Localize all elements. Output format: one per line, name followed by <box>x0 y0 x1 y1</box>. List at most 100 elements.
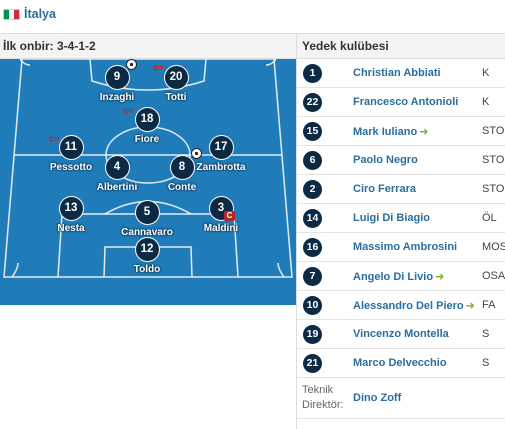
player-inzaghi[interactable]: 9 Inzaghi <box>82 65 152 103</box>
bench-player-name-link[interactable]: Luigi Di Biagio <box>353 212 430 224</box>
bench-row: 21 Marco Delvecchio S <box>297 349 505 378</box>
bench-player-number: 6 <box>303 150 322 170</box>
goal-ball-icon <box>126 59 137 70</box>
player-number: 5 <box>134 200 160 225</box>
player-number: 20 <box>163 65 189 90</box>
coach-label: Teknik Direktör: <box>302 384 344 411</box>
bench-player-position: OSA <box>482 270 505 282</box>
coach-row: Teknik Direktör: Dino Zoff <box>297 378 505 419</box>
player-name: Totti <box>165 92 187 103</box>
player-pessotto[interactable]: 11 Pessotto <box>36 135 106 173</box>
bench-row: 10 Alessandro Del Piero➜ FA <box>297 291 505 320</box>
player-name: Albertini <box>96 182 138 193</box>
bench-player-name: Francesco Antonioli <box>353 96 459 108</box>
bench-player-name: Mark Iuliano <box>353 125 418 138</box>
bench-row: 14 Luigi Di Biagio ÖL <box>297 204 505 233</box>
bench-player-name-link[interactable]: Francesco Antonioli <box>353 96 458 108</box>
bench-player-number: 14 <box>303 208 322 228</box>
bench-player-number: 22 <box>303 92 322 112</box>
player-name: Zambrotta <box>196 162 246 173</box>
player-number: 11 <box>58 135 84 160</box>
bench-player-number: 19 <box>303 324 322 344</box>
bench-player-position: MOS <box>482 241 505 253</box>
bench-player-number: 2 <box>303 179 322 199</box>
bench-player-name-link[interactable]: Vincenzo Montella <box>353 328 449 340</box>
player-toldo[interactable]: 12 Toldo <box>112 237 182 275</box>
bench-player-name-link[interactable]: Mark Iuliano➜ <box>353 125 428 138</box>
player-zambrotta[interactable]: 17 Zambrotta <box>186 135 256 173</box>
substitution-in-arrow-icon: ➜ <box>465 299 475 312</box>
captain-badge-icon: C <box>224 211 235 221</box>
bench-player-name-link[interactable]: Alessandro Del Piero➜ <box>353 299 475 312</box>
bench-player-name: Christian Abbiati <box>353 67 441 79</box>
substitution-in-arrow-icon: ➜ <box>419 125 429 138</box>
team-name-link[interactable]: İtalya <box>24 7 56 21</box>
bench-row: 15 Mark Iuliano➜ STO <box>297 117 505 146</box>
player-number: 8 <box>169 155 195 180</box>
bench-player-position: FA <box>482 299 496 311</box>
bench-player-name-link[interactable]: Christian Abbiati <box>353 67 441 79</box>
player-cannavaro[interactable]: 5 Cannavaro <box>112 200 182 238</box>
player-name: Toldo <box>133 264 161 275</box>
bench-player-name-link[interactable]: Massimo Ambrosini <box>353 241 457 253</box>
goal-ball-icon <box>191 148 202 159</box>
bench-title: Yedek kulübesi <box>297 33 505 59</box>
substitution-out-arrow-icon: ⇦ <box>122 102 134 118</box>
bench-player-number: 16 <box>303 237 322 257</box>
bench-row: 7 Angelo Di Livio➜ OSA <box>297 262 505 291</box>
bench-row: 2 Ciro Ferrara STO <box>297 175 505 204</box>
bench-player-name: Vincenzo Montella <box>353 328 449 340</box>
player-name: Inzaghi <box>99 92 135 103</box>
player-number: 13 <box>58 196 84 221</box>
bench-player-number: 21 <box>303 353 322 373</box>
player-nesta[interactable]: 13 Nesta <box>36 196 106 234</box>
bench-row: 1 Christian Abbiati K <box>297 59 505 88</box>
bench-player-position: S <box>482 357 490 369</box>
bench-player-position: STO <box>482 183 505 195</box>
player-number: 12 <box>134 237 160 262</box>
bench-row: 16 Massimo Ambrosini MOS <box>297 233 505 262</box>
player-conte[interactable]: 8 Conte <box>147 155 217 193</box>
player-name: Fiore <box>134 134 160 145</box>
bench-player-number: 15 <box>303 121 322 141</box>
player-totti[interactable]: 20 Totti <box>141 65 211 103</box>
player-name: Nesta <box>57 223 85 234</box>
substitution-out-arrow-icon: ⇦ <box>48 130 60 146</box>
player-name: Maldini <box>203 223 239 234</box>
bench-player-name: Luigi Di Biagio <box>353 212 430 224</box>
player-name: Pessotto <box>49 162 93 173</box>
bench-row: 6 Paolo Negro STO <box>297 146 505 175</box>
bench-player-name-link[interactable]: Marco Delvecchio <box>353 357 447 369</box>
player-name: Conte <box>167 182 197 193</box>
bench-player-number: 10 <box>303 295 322 315</box>
player-name: Cannavaro <box>121 227 173 238</box>
player-number: 9 <box>104 65 130 90</box>
bench-player-name-link[interactable]: Angelo Di Livio➜ <box>353 270 444 283</box>
bench-player-position: STO <box>482 125 505 137</box>
bench-player-position: STO <box>482 154 505 166</box>
substitution-out-arrow-icon: ⇦ <box>152 59 164 75</box>
lineup-title: İlk onbir: 3-4-1-2 <box>0 33 296 59</box>
bench-player-name: Ciro Ferrara <box>353 183 416 195</box>
bench-row: 19 Vincenzo Montella S <box>297 320 505 349</box>
pitch-drawing <box>0 59 296 305</box>
bench-row: 22 Francesco Antonioli K <box>297 88 505 117</box>
bench-player-name: Marco Delvecchio <box>353 357 447 369</box>
player-fiore[interactable]: 18 Fiore <box>112 107 182 145</box>
bench-player-name-link[interactable]: Ciro Ferrara <box>353 183 416 195</box>
player-albertini[interactable]: 4 Albertini <box>82 155 152 193</box>
bench-player-name: Massimo Ambrosini <box>353 241 458 253</box>
bench-panel: Yedek kulübesi 1 Christian Abbiati K 22 … <box>296 33 505 429</box>
starting-lineup-panel: İlk onbir: 3-4-1-2 9 Inzaghi ⇦ 20 Totti <box>0 33 296 429</box>
pitch: 9 Inzaghi ⇦ 20 Totti ⇦ 18 Fiore ⇦ 11 Pes… <box>0 59 296 309</box>
coach-name-link[interactable]: Dino Zoff <box>353 392 402 404</box>
bench-player-number: 7 <box>303 266 322 286</box>
player-number: 18 <box>134 107 160 132</box>
player-number: 17 <box>208 135 234 160</box>
substitution-in-arrow-icon: ➜ <box>435 270 445 283</box>
bench-player-position: S <box>482 328 490 340</box>
player-number: 4 <box>104 155 130 180</box>
player-maldini[interactable]: 3 Maldini <box>186 196 256 234</box>
team-header: İtalya <box>0 0 505 28</box>
bench-player-name-link[interactable]: Paolo Negro <box>353 154 418 166</box>
